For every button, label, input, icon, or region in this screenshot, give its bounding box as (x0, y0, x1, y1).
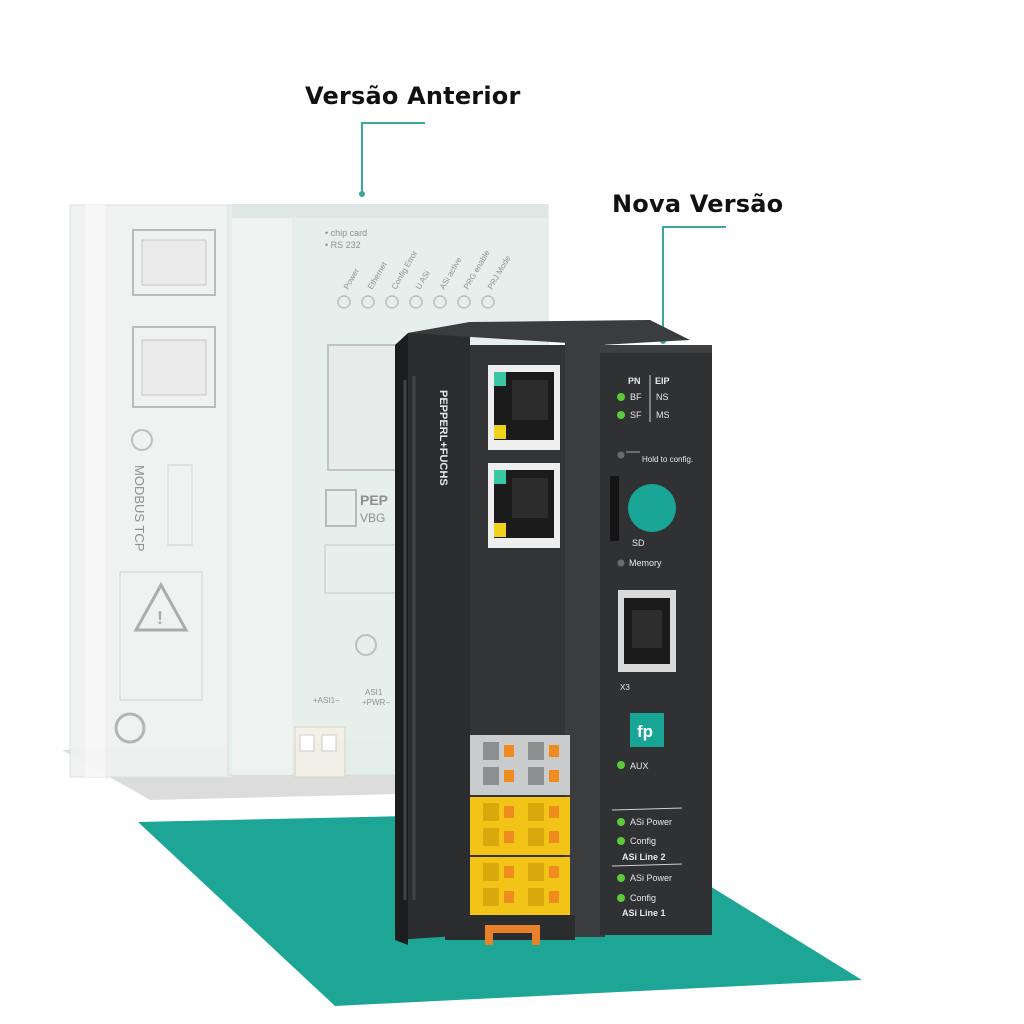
old-ethernet-port-1 (132, 229, 216, 296)
sf-led (617, 411, 625, 419)
ns-label: NS (656, 392, 669, 402)
memory-label: Memory (629, 558, 662, 568)
pn-header: PN (628, 376, 641, 386)
terminal-block-grey[interactable] (470, 735, 570, 795)
bf-led (617, 393, 625, 401)
line1-power-label: ASi Power (630, 873, 672, 883)
aux-led (617, 761, 625, 769)
old-note-chip-card: • chip card (325, 228, 367, 238)
new-version-pointer (660, 226, 726, 344)
line2-title: ASi Line 2 (622, 852, 666, 862)
memory-led (617, 559, 625, 567)
hold-led (617, 451, 625, 459)
old-port-label-2: ASI1 (365, 688, 383, 697)
line1-config-label: Config (630, 893, 656, 903)
old-screw-icon (114, 712, 146, 744)
line2-config-led (617, 837, 625, 845)
aux-label: AUX (630, 761, 649, 771)
old-port-label-3: +PWR− (362, 698, 390, 707)
pepperl-fuchs-logo: fp (630, 713, 664, 747)
side-brand-text: PEPPERL+FUCHS (437, 390, 449, 486)
config-button[interactable] (628, 484, 676, 532)
old-led-row (337, 295, 495, 309)
warning-icon: ! (119, 571, 203, 701)
x3-label: X3 (620, 683, 630, 692)
line1-title: ASi Line 1 (622, 908, 666, 918)
svg-text:!: ! (157, 608, 163, 628)
old-ground-icon (131, 429, 153, 451)
old-brand-text: PEP (360, 492, 388, 508)
new-device: PEPPERL+FUCHS PN EIP BF NS S (395, 320, 712, 945)
ethernet-port-1[interactable] (488, 365, 560, 450)
old-note-rs232: • RS 232 (325, 240, 361, 250)
old-port-label-1: +ASI1− (313, 696, 340, 705)
ms-label: MS (656, 410, 670, 420)
old-ethernet-port-2 (132, 326, 216, 408)
line1-power-led (617, 874, 625, 882)
line1-config-led (617, 894, 625, 902)
old-model-text: VBG (360, 511, 385, 525)
terminal-block-yellow-2[interactable] (470, 857, 570, 915)
old-display (327, 344, 401, 471)
sf-label: SF (630, 410, 642, 420)
eip-header: EIP (655, 376, 670, 386)
terminal-block-yellow-1[interactable] (470, 797, 570, 855)
ethernet-port-x3[interactable] (618, 590, 676, 672)
sd-slot[interactable] (610, 476, 619, 541)
sd-label: SD (632, 538, 645, 548)
bf-label: BF (630, 392, 642, 402)
line2-power-led (617, 818, 625, 826)
previous-version-label: Versão Anterior (305, 82, 521, 110)
old-protocol-text: MODBUS TCP (132, 465, 147, 551)
svg-text:fp: fp (637, 722, 653, 741)
hold-label: Hold to config. (642, 455, 693, 464)
ethernet-port-2[interactable] (488, 463, 560, 548)
line2-power-label: ASi Power (630, 817, 672, 827)
new-version-label: Nova Versão (612, 190, 784, 218)
previous-version-pointer (359, 122, 425, 197)
line2-config-label: Config (630, 836, 656, 846)
din-rail-clip[interactable] (485, 925, 540, 945)
old-device: MODBUS TCP ! • chip card • RS 232 Power … (69, 204, 549, 778)
